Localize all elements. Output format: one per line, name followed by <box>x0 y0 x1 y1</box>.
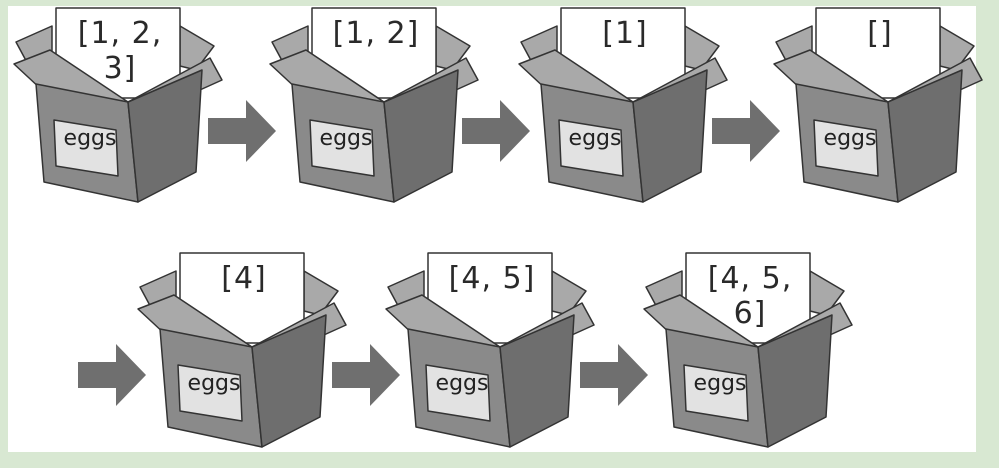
box-label-panel <box>177 364 243 422</box>
right-arrow-icon <box>462 100 532 166</box>
box-6: [4, 5] eggs <box>382 251 602 461</box>
card-text: [1, 2] <box>332 16 420 51</box>
box-label-panel <box>309 119 375 177</box>
box-side-face <box>251 314 327 448</box>
box-5: [4] eggs <box>134 251 354 461</box>
box-label-panel <box>425 364 491 422</box>
right-arrow-icon <box>580 344 650 410</box>
arrow-shape <box>332 344 400 406</box>
arrow-shape <box>208 100 276 162</box>
box-icon <box>643 252 853 448</box>
arrow-shape <box>712 100 780 162</box>
right-arrow-icon <box>78 344 148 410</box>
box-label: eggs <box>568 126 622 151</box>
box-side-face <box>383 69 459 203</box>
arrow-polygon <box>712 100 780 162</box>
arrow-polygon <box>208 100 276 162</box>
card-text: [] <box>867 16 893 51</box>
box-icon <box>385 252 595 448</box>
arrow-shape <box>78 344 146 406</box>
arrow-shape <box>580 344 648 406</box>
box-side-face <box>632 69 708 203</box>
box-label: eggs <box>187 371 241 396</box>
box-icon <box>518 7 728 203</box>
box-2: [1, 2] eggs <box>266 6 486 216</box>
box-4: [] eggs <box>770 6 990 216</box>
card-text: [1, 2, 3] <box>77 16 163 86</box>
box-label: eggs <box>823 126 877 151</box>
arrow-polygon <box>462 100 530 162</box>
diagram-canvas: [1, 2, 3] eggs [1, 2] eggs [1] eggs [] e… <box>8 6 983 452</box>
box-label: eggs <box>435 371 489 396</box>
box-label: eggs <box>319 126 373 151</box>
box-label-panel <box>558 119 624 177</box>
box-label-panel <box>813 119 879 177</box>
box-3: [1] eggs <box>515 6 735 216</box>
right-arrow-icon <box>332 344 402 410</box>
box-1: [1, 2, 3] eggs <box>10 6 230 216</box>
box-side-face <box>127 69 203 203</box>
card-text: [4, 5] <box>448 261 536 296</box>
arrow-shape <box>462 100 530 162</box>
box-7: [4, 5, 6] eggs <box>640 251 860 461</box>
right-arrow-icon <box>712 100 782 166</box>
box-label-panel <box>53 119 119 177</box>
box-label: eggs <box>693 371 747 396</box>
card-text: [4] <box>221 261 267 296</box>
arrow-polygon <box>78 344 146 406</box>
arrow-polygon <box>332 344 400 406</box>
box-side-face <box>757 314 833 448</box>
card-text: [4, 5, 6] <box>707 261 793 331</box>
box-icon <box>137 252 347 448</box>
box-label-panel <box>683 364 749 422</box>
box-side-face <box>499 314 575 448</box>
card-text: [1] <box>602 16 648 51</box>
arrow-polygon <box>580 344 648 406</box>
box-icon <box>773 7 983 203</box>
right-arrow-icon <box>208 100 278 166</box>
box-side-face <box>887 69 963 203</box>
box-icon <box>13 7 223 203</box>
box-label: eggs <box>63 126 117 151</box>
box-icon <box>269 7 479 203</box>
